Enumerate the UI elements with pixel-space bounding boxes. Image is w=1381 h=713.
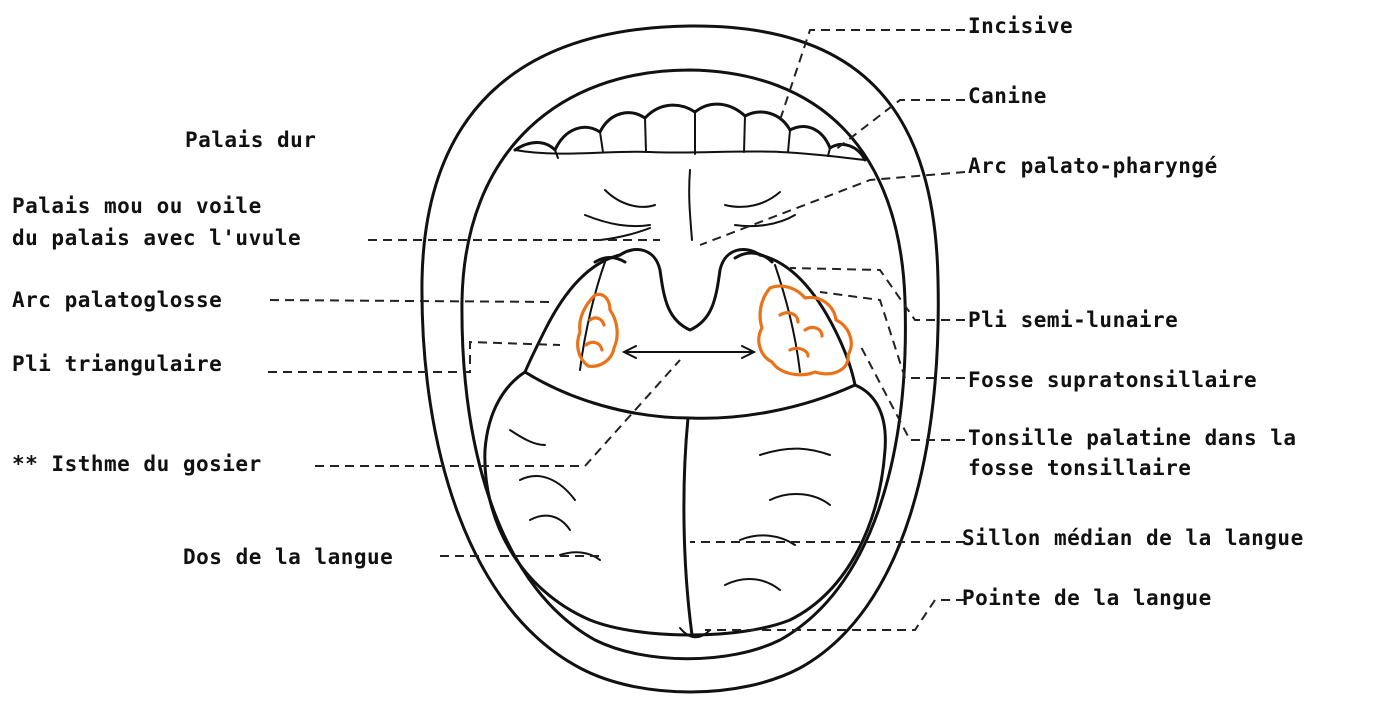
label-pointe: Pointe de la langue <box>962 584 1212 612</box>
label-sillon: Sillon médian de la langue <box>962 524 1304 552</box>
label-pli-semi-lunaire: Pli semi-lunaire <box>968 306 1178 334</box>
tonsil-left <box>578 294 618 366</box>
tonsil-right <box>759 286 851 375</box>
label-palais-mou-line2: du palais avec l'uvule <box>12 224 301 252</box>
label-tonsille-line1: Tonsille palatine dans la <box>968 424 1297 452</box>
label-palais-mou-line1: Palais mou ou voile <box>12 192 262 220</box>
label-isthme: ** Isthme du gosier <box>12 450 262 478</box>
label-incisive: Incisive <box>968 12 1073 40</box>
label-tonsille-line2: fosse tonsillaire <box>968 454 1191 482</box>
label-arc-palatoglosse: Arc palatoglosse <box>12 286 222 314</box>
tongue-median-groove <box>684 418 692 635</box>
label-palais-dur: Palais dur <box>185 126 316 154</box>
uvula <box>620 250 760 330</box>
label-pli-triangulaire: Pli triangulaire <box>12 350 222 378</box>
label-arc-palato-pharynge: Arc palato-pharyngé <box>968 152 1218 180</box>
label-canine: Canine <box>968 82 1047 110</box>
label-dos: Dos de la langue <box>183 543 393 571</box>
label-fosse-supratonsillaire: Fosse supratonsillaire <box>968 366 1257 394</box>
palate-ridges <box>585 170 795 240</box>
outer-lips <box>422 26 938 692</box>
upper-teeth-bottom <box>515 150 865 160</box>
palatoglossal-arch-left <box>525 255 620 372</box>
